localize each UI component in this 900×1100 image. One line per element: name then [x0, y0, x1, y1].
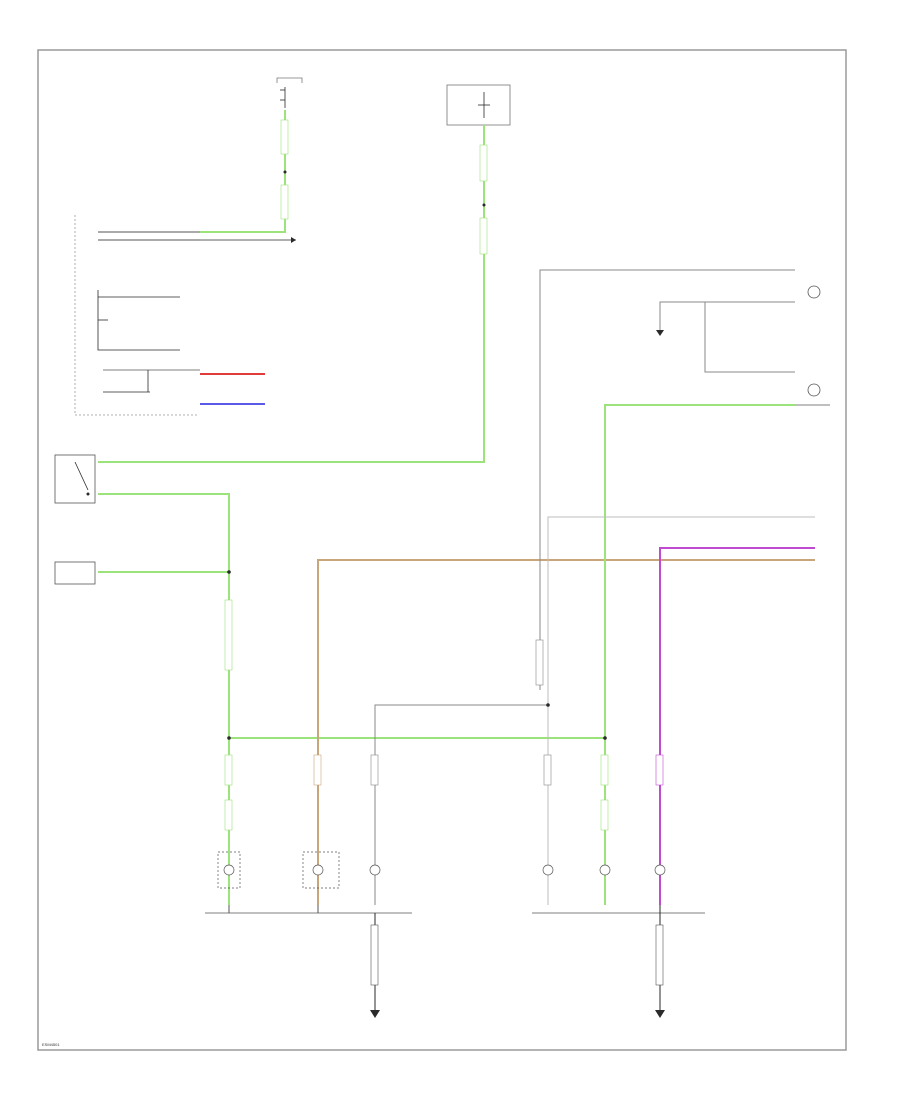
wire-label-box — [370, 924, 379, 986]
wire-label-box — [479, 217, 488, 255]
diagram-frame — [37, 49, 847, 1051]
wire-gray-lower — [374, 704, 548, 905]
ground-symbol-right — [655, 1010, 665, 1018]
wire-label-box — [600, 754, 609, 786]
top-left-component — [276, 77, 303, 108]
instrument-cluster — [74, 215, 296, 416]
wire-label-box — [543, 754, 552, 786]
wire-label-box — [600, 799, 609, 831]
wire-tan — [317, 559, 815, 905]
wire-label-box — [224, 754, 233, 786]
wire-label-box — [655, 924, 664, 986]
wire-gray-upper — [539, 269, 795, 690]
wire-green-top-left — [200, 110, 286, 233]
lamp-block-right — [532, 864, 705, 914]
corner-code: ESM4501 — [42, 1042, 60, 1047]
wire-green-top-center — [98, 125, 485, 463]
ground-symbol-left — [370, 1010, 380, 1018]
wire-label-box — [370, 754, 379, 786]
top-center-relay-box — [446, 84, 511, 126]
wire-green-left-switch — [98, 493, 230, 575]
wire-green-right — [604, 404, 795, 905]
wire-label-box — [224, 799, 233, 831]
wire-label-box — [280, 119, 289, 155]
wire-label-box — [313, 754, 322, 786]
wire-magenta — [659, 547, 815, 905]
wire-label-box — [280, 184, 289, 220]
wire-label-box — [535, 639, 544, 686]
left-switch-upper — [54, 454, 96, 504]
lamp-block-left — [205, 851, 412, 914]
wire-label-box — [479, 144, 488, 182]
wire-label-box — [655, 754, 664, 786]
wire-gray-mid — [547, 516, 815, 905]
junction-dots — [227, 170, 607, 740]
top-right-ground-area — [656, 285, 830, 406]
wire-label-box — [224, 599, 233, 671]
left-switch-lower — [54, 561, 96, 585]
